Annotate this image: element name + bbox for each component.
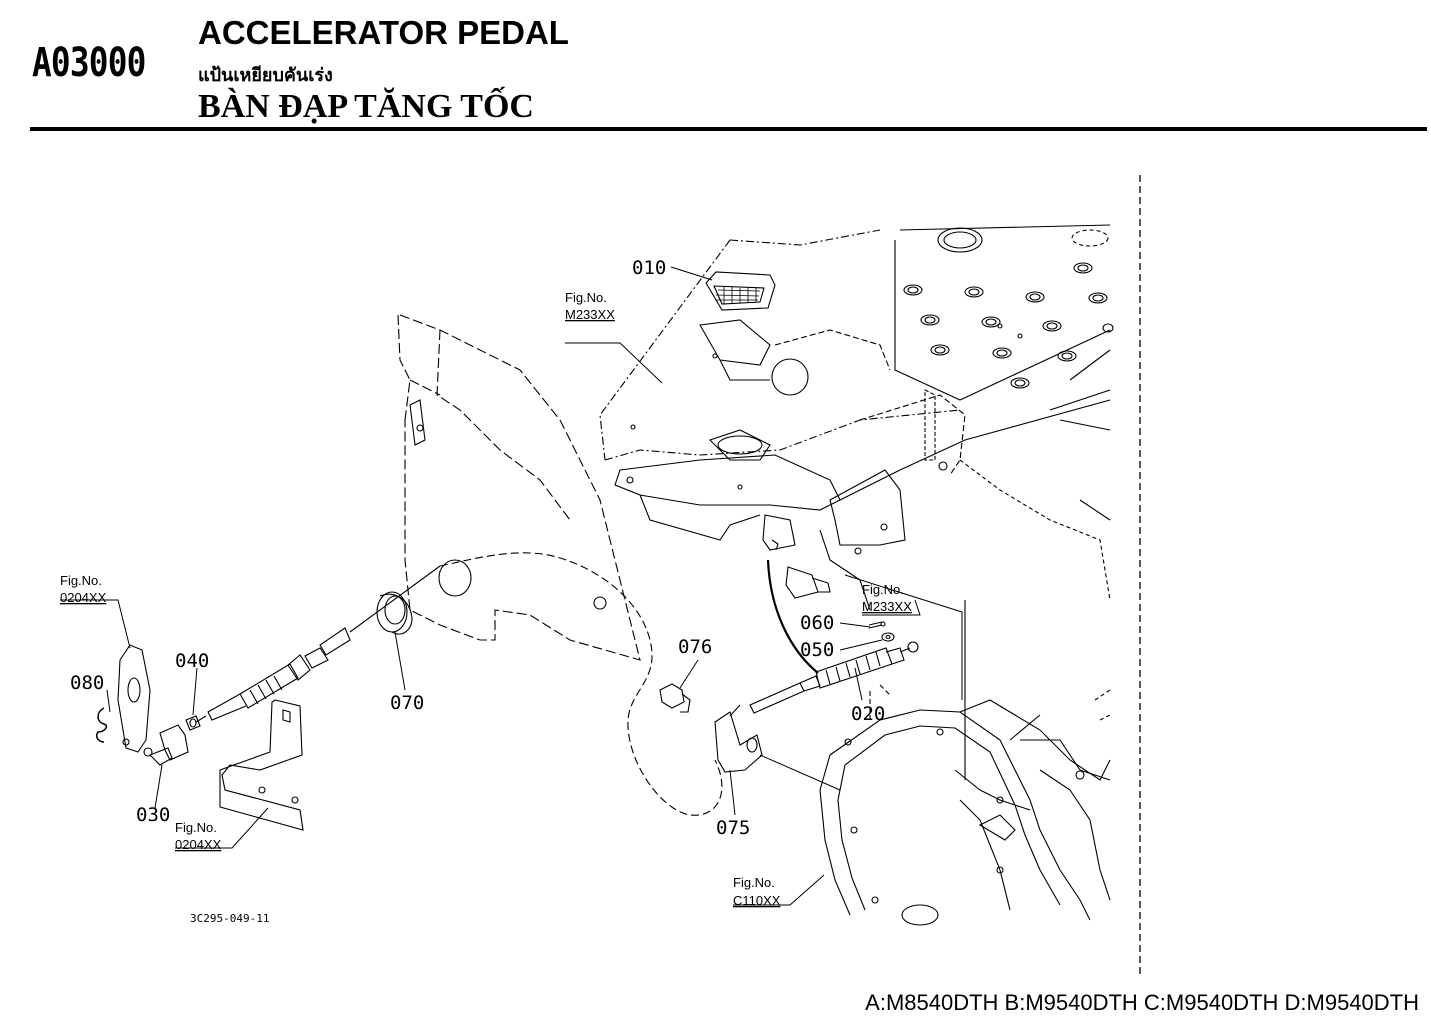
part-label-050: 050 xyxy=(800,639,834,661)
title-vietnamese: BÀN ĐẠP TĂNG TỐC xyxy=(198,88,534,125)
part-label-040: 040 xyxy=(175,650,209,672)
fig-ref-housing: C110XX xyxy=(733,893,781,908)
leader-lines xyxy=(60,266,963,906)
dash-panel xyxy=(397,314,641,661)
part-label-080: 080 xyxy=(70,672,104,694)
fig-ref-pedal-plate: M233XX xyxy=(565,307,615,322)
drawing-reference: 3C295-049-11 xyxy=(190,912,269,925)
link-arrow xyxy=(766,559,819,674)
part-label-060: 060 xyxy=(800,612,834,634)
section-code: A03000 xyxy=(32,40,146,86)
part-label-076: 076 xyxy=(678,636,712,658)
left-cable-bracket xyxy=(219,699,304,831)
fig-ref-prefix: Fig.No. xyxy=(60,573,102,588)
model-applicability: A:M8540DTH B:M9540DTH C:M9540DTH D:M9540… xyxy=(865,990,1419,1015)
bracket-075 xyxy=(714,704,763,773)
exploded-parts-diagram: 010 060 050 020 076 075 070 040 080 030 … xyxy=(60,175,1141,975)
left-plate xyxy=(117,644,151,753)
pedal-pad xyxy=(705,271,776,311)
part-label-075: 075 xyxy=(716,817,750,839)
joint-030 xyxy=(143,724,189,766)
pedal-bracket xyxy=(762,514,831,599)
fig-ref-left-top: 0204XX xyxy=(60,590,107,605)
fig-ref-bracket: M233XX xyxy=(862,599,912,614)
spring-080 xyxy=(95,707,108,743)
right-cable-020 xyxy=(749,641,919,714)
bolt-076 xyxy=(659,683,691,713)
fig-ref-prefix: Fig.No. xyxy=(733,875,775,890)
housing-drawing xyxy=(819,600,1111,926)
part-label-070: 070 xyxy=(390,692,424,714)
part-label-030: 030 xyxy=(136,804,170,826)
fig-ref-prefix: Fig.No. xyxy=(565,290,607,305)
pin-060 xyxy=(868,621,886,629)
part-label-010: 010 xyxy=(632,257,666,279)
floor-plate-drawing xyxy=(599,224,1114,611)
part-label-020: 020 xyxy=(851,703,885,725)
nut-040 xyxy=(185,715,201,731)
washer-050 xyxy=(881,632,895,642)
title-thai: แป้นเหยียบคันเร่ง xyxy=(198,65,333,86)
fig-ref-left-bottom: 0204XX xyxy=(175,837,222,852)
fig-ref-prefix: Fig.No. xyxy=(862,582,904,597)
fig-ref-prefix: Fig.No. xyxy=(175,820,217,835)
cable-route xyxy=(439,552,723,816)
header-rule xyxy=(30,127,1427,131)
grommet-070 xyxy=(376,591,413,635)
title-english: ACCELERATOR PEDAL xyxy=(198,14,569,51)
left-cable xyxy=(195,565,441,723)
